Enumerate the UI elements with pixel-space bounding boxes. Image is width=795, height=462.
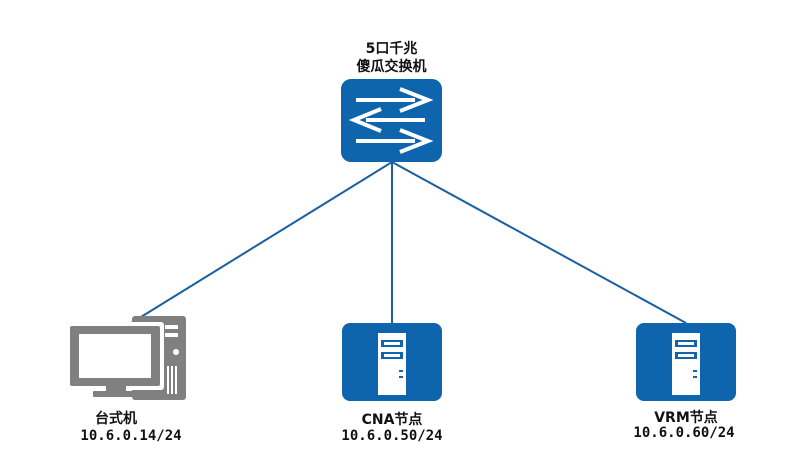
vrm-ip: 10.6.0.60/24 (633, 425, 735, 441)
desktop-computer-icon (66, 316, 186, 400)
link-switch-desktop (127, 161, 393, 326)
desktop-ip: 10.6.0.14/24 (80, 428, 182, 444)
vrm-name: VRM节点 (654, 410, 718, 426)
switch-label-line2: 傻瓜交换机 (356, 59, 427, 75)
server-icon (342, 323, 442, 401)
cna-name: CNA节点 (361, 412, 423, 428)
link-switch-vrm (391, 161, 687, 324)
desktop-name: 台式机 (95, 411, 137, 427)
cna-ip: 10.6.0.50/24 (341, 428, 443, 444)
server-icon (636, 323, 736, 401)
network-switch-icon (341, 79, 442, 162)
switch-label-line1: 5口千兆 (365, 41, 418, 57)
